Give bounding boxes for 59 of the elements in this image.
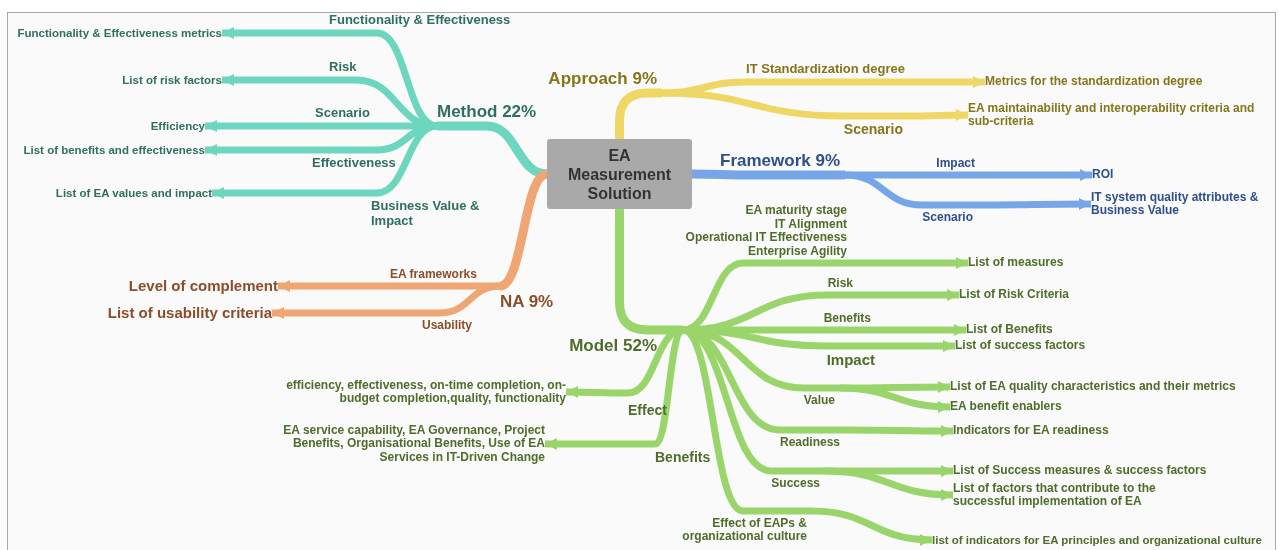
subtopic-label: IT Standardization degree: [746, 62, 910, 82]
subtopic-label: Success: [771, 471, 825, 491]
leaf-text: IT system quality attributes & Business Value: [1091, 190, 1271, 218]
subtopic-label: Usability: [422, 313, 472, 333]
subtopic-label: Impact: [826, 346, 880, 369]
leaf-text: List of EA values and impact: [55, 186, 212, 200]
subtopic-label: EA frameworks: [390, 267, 477, 286]
branch-line: [615, 209, 683, 335]
subtopic-label: Scenario: [315, 106, 370, 126]
subtopic-label: Risk: [827, 276, 858, 295]
leaf-text: List of Benefits: [966, 323, 1053, 337]
subtopic-label: Functionality & Effectiveness: [329, 13, 511, 33]
subtopic-label: Readiness: [779, 430, 845, 450]
leaf-text: List of measures: [968, 256, 1064, 270]
branch-line: [498, 169, 549, 291]
leaf-text: List of benefits and effectiveness: [23, 143, 205, 157]
branch-label: Model 52%: [569, 330, 683, 356]
leaf-text: efficiency, effectiveness, on-time completion, on-budget completion,quality, functionality: [266, 378, 566, 406]
subtopic-label: Business Value & Impact: [371, 193, 496, 229]
leaf-text: Functionality & Effectiveness metrics: [17, 26, 222, 40]
leaf-text: EA benefit enablers: [950, 400, 1062, 414]
leaf-text: List of risk factors: [122, 73, 222, 87]
leaf-text: EA service capability, EA Governance, Project Benefits, Organisational Benefits, Use of EA Services in IT-Driven Change: [253, 423, 545, 465]
leaf-text: List of factors that contribute to the successful implementation of EA: [953, 481, 1215, 509]
branch-label: NA 9%: [500, 286, 554, 312]
subtopic-label: Benefits: [655, 444, 711, 466]
leaf-text: list of indicators for EA principles and organizational culture: [932, 533, 1262, 547]
arrow: [811, 507, 933, 546]
subtopic-label: Impact: [936, 156, 980, 175]
subtopic-label: IT Alignment: [774, 217, 847, 232]
leaf-text: EA maintainability and interoperability criteria and sub-criteria: [968, 101, 1268, 129]
branch-label: Method 22%: [437, 101, 537, 126]
subtopic-label: Value: [803, 388, 840, 408]
branch-label: Approach 9%: [548, 68, 662, 93]
branch-line: [437, 121, 548, 179]
leaf-text: List of success factors: [955, 339, 1086, 353]
subtopic-label: Operational IT Effectiveness: [685, 231, 847, 245]
arrow: [824, 467, 954, 501]
subtopic-label: Scenario: [843, 116, 908, 138]
leaf-text: Indicators for EA readiness: [953, 424, 1109, 438]
subtopic-label: Effect of EAPs & organizational culture: [662, 511, 812, 544]
leaf-text: List of Success measures & success factors: [953, 464, 1207, 478]
subtopic-label: Benefits: [823, 311, 876, 330]
leaf-text: List of usability criteria: [107, 304, 272, 322]
leaf-text: Level of complement: [128, 277, 278, 295]
subtopic-label: EA maturity stage: [744, 204, 847, 218]
subtopic-label: Scenario: [922, 205, 978, 225]
branch-line: [692, 169, 845, 180]
branch-label: Framework 9%: [720, 150, 845, 175]
leaf-text: Metrics for the standardization degree: [985, 75, 1203, 89]
leaf-text: Efficiency: [150, 119, 205, 133]
subtopic-label: Effectiveness: [312, 150, 396, 171]
arrow: [839, 384, 951, 413]
leaf-text: List of EA quality characteristics and their metrics: [950, 380, 1236, 394]
leaf-text: ROI: [1092, 168, 1114, 182]
subtopic-label: Risk: [329, 60, 357, 80]
subtopic-label: Enterprise Agility: [748, 244, 847, 258]
leaf-text: List of Risk Criteria: [959, 288, 1070, 302]
central-topic-box: EA Measurement Solution: [547, 139, 692, 209]
